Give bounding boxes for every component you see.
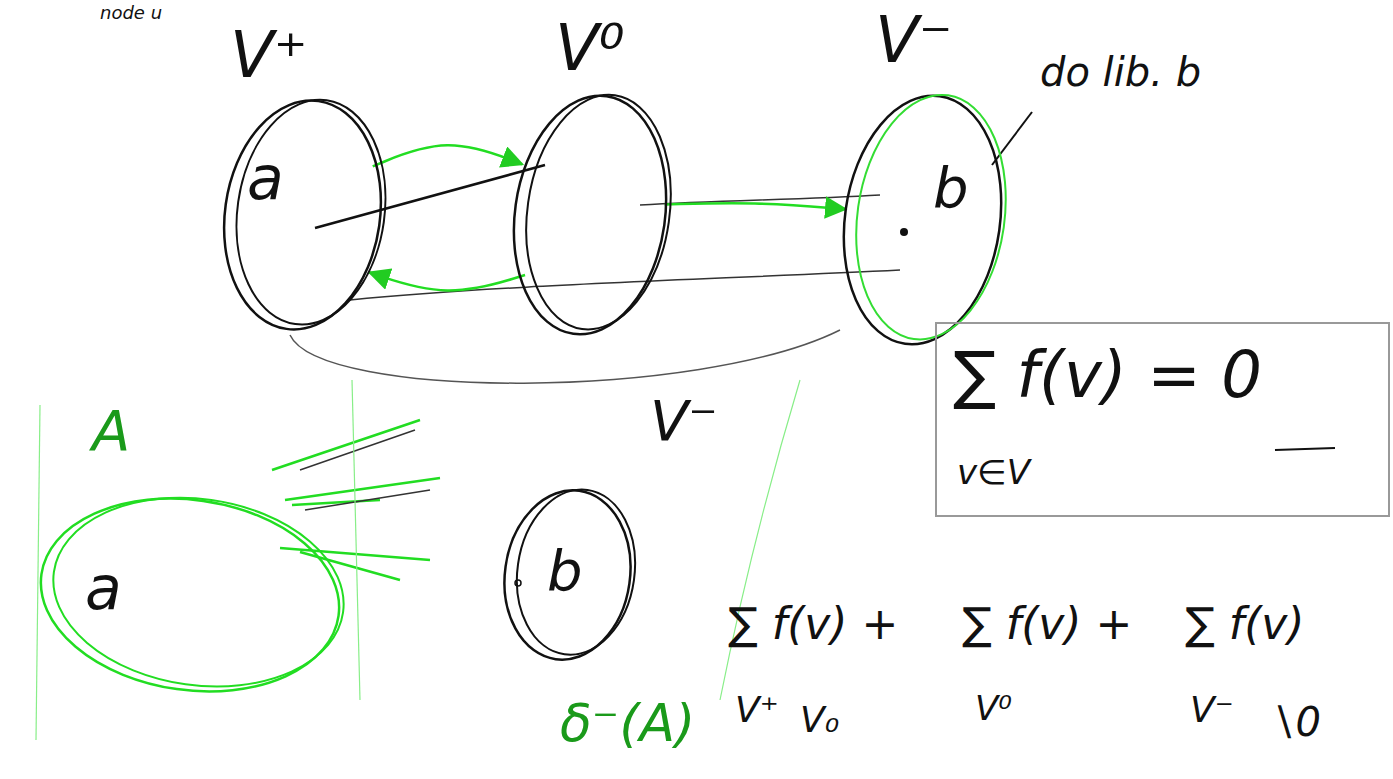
flow-arrow <box>370 273 525 291</box>
vertex-name: b <box>547 540 583 602</box>
region-stroke <box>352 380 360 700</box>
leader-line <box>992 112 1032 165</box>
flow-arrow <box>665 203 846 209</box>
tube-stroke <box>350 270 900 300</box>
vertex-name: a <box>85 555 122 621</box>
ellipse-outline <box>515 95 665 335</box>
flow-arrow <box>373 145 522 166</box>
formula-term: ∑ f(v) + <box>962 600 1132 648</box>
cut-label: δ⁻(A) <box>560 695 695 752</box>
ellipse-border <box>222 90 399 334</box>
set-name: V⁻ <box>875 5 953 75</box>
underline-stroke <box>1275 448 1335 450</box>
vertex-dot <box>900 228 908 236</box>
box-border <box>936 323 1389 516</box>
ellipse-border <box>512 85 685 338</box>
callout-note: do lib. b <box>1040 50 1201 94</box>
set-ellipse: V⁻b <box>505 490 630 660</box>
formula-subscript: V₀ <box>800 700 839 740</box>
ellipse-outline <box>845 95 1000 345</box>
formula-subscript: V⁻ <box>1190 690 1234 730</box>
formula-subscript: V⁰ <box>975 690 1012 727</box>
set-name: V⁰ <box>555 13 624 83</box>
ellipse-outline <box>225 100 380 330</box>
region-stroke <box>36 405 40 740</box>
ellipse-border <box>506 482 645 663</box>
note-text: node u <box>100 3 162 23</box>
formula-box: ∑ f(v) = 0 v∈V <box>935 322 1390 517</box>
set-name: A <box>92 400 130 462</box>
formula-term: ∑ f(v) + <box>728 600 898 648</box>
ellipse-border <box>41 480 356 705</box>
formula-subscript: ∖0 <box>1270 700 1321 744</box>
set-ellipse: V⁺a <box>225 100 380 330</box>
vertex-name: a <box>247 145 284 211</box>
set-ellipse: V⁰ <box>515 95 665 335</box>
set-name: V⁺ <box>230 20 308 90</box>
region-stroke <box>720 380 800 700</box>
flow-stroke <box>315 165 545 228</box>
formula-text: ∑ f(v) = 0 <box>953 340 1262 410</box>
tube-stroke <box>290 330 840 383</box>
formula-term: ∑ f(v) <box>1185 600 1305 648</box>
set-ellipse: Aa <box>40 500 340 690</box>
set-name: V⁻ <box>650 390 718 452</box>
ellipse-border <box>841 85 1021 349</box>
vertex-name: b <box>933 157 969 219</box>
set-ellipse: V⁻b <box>845 95 1000 345</box>
formula-subscript: v∈V <box>957 454 1030 491</box>
cut-edge-stroke <box>300 430 430 510</box>
ellipse-border <box>28 480 352 710</box>
formula-subscript: V⁺ <box>735 690 779 730</box>
